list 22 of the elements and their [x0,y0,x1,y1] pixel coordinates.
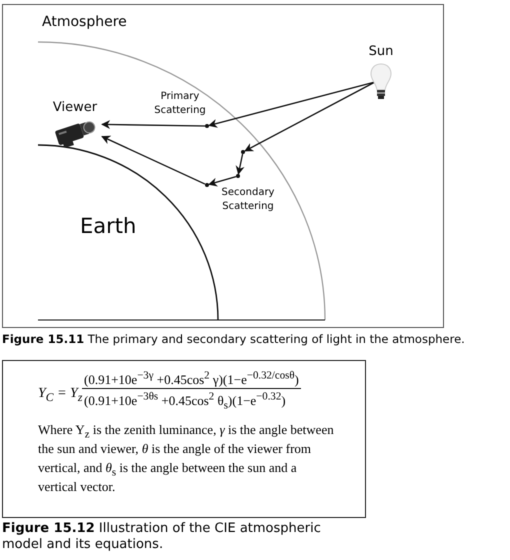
scattering-point [205,124,209,128]
scattering-point [241,150,245,154]
figure-caption: Figure 15.11 The primary and secondary scattering of light in the atmosphere. [2,332,466,346]
node-label: Viewer [52,100,98,115]
formula-lhs: Y$_{C}$ = Y$_{z}$ [38,386,82,402]
light-ray-arrow [208,81,376,128]
node-label: Sun [368,44,394,59]
scattering-label: Secondary Scattering [220,186,276,214]
light-ray-arrow [101,120,206,130]
formula-description: Where Y$_{z}$ is the zenith luminance, γ is the angle between the sun and viewer, θ is the angle of the viewer from vertical, and θ$_{s}$ is the angle between the sun and a vertical vector. [38,421,335,496]
scattering-point [236,174,240,178]
light-ray-arrow [101,136,206,185]
region-label: Earth [80,214,136,238]
region-label: Atmosphere [42,14,127,30]
scattering-label: Primary Scattering [153,90,207,118]
formula-numerator: (0.91+10e$^{−3γ}$ +0.45cos$^{2}$ γ)(1−e$^{−0.32/cosθ}$) [82,372,301,389]
scattering-point [205,183,209,187]
figure-caption: Figure 15.12 Illustration of the CIE atmospheric model and its equations. [2,521,322,553]
light-ray-arrow [208,176,236,186]
formula-denominator: (0.91+10e$^{−3θs}$ +0.45cos$^{2}$ θ$_{s}$)(1−e$^{−0.32}$) [83,393,287,409]
light-ray-arrow [236,154,244,175]
light-ray-arrow [244,81,376,152]
